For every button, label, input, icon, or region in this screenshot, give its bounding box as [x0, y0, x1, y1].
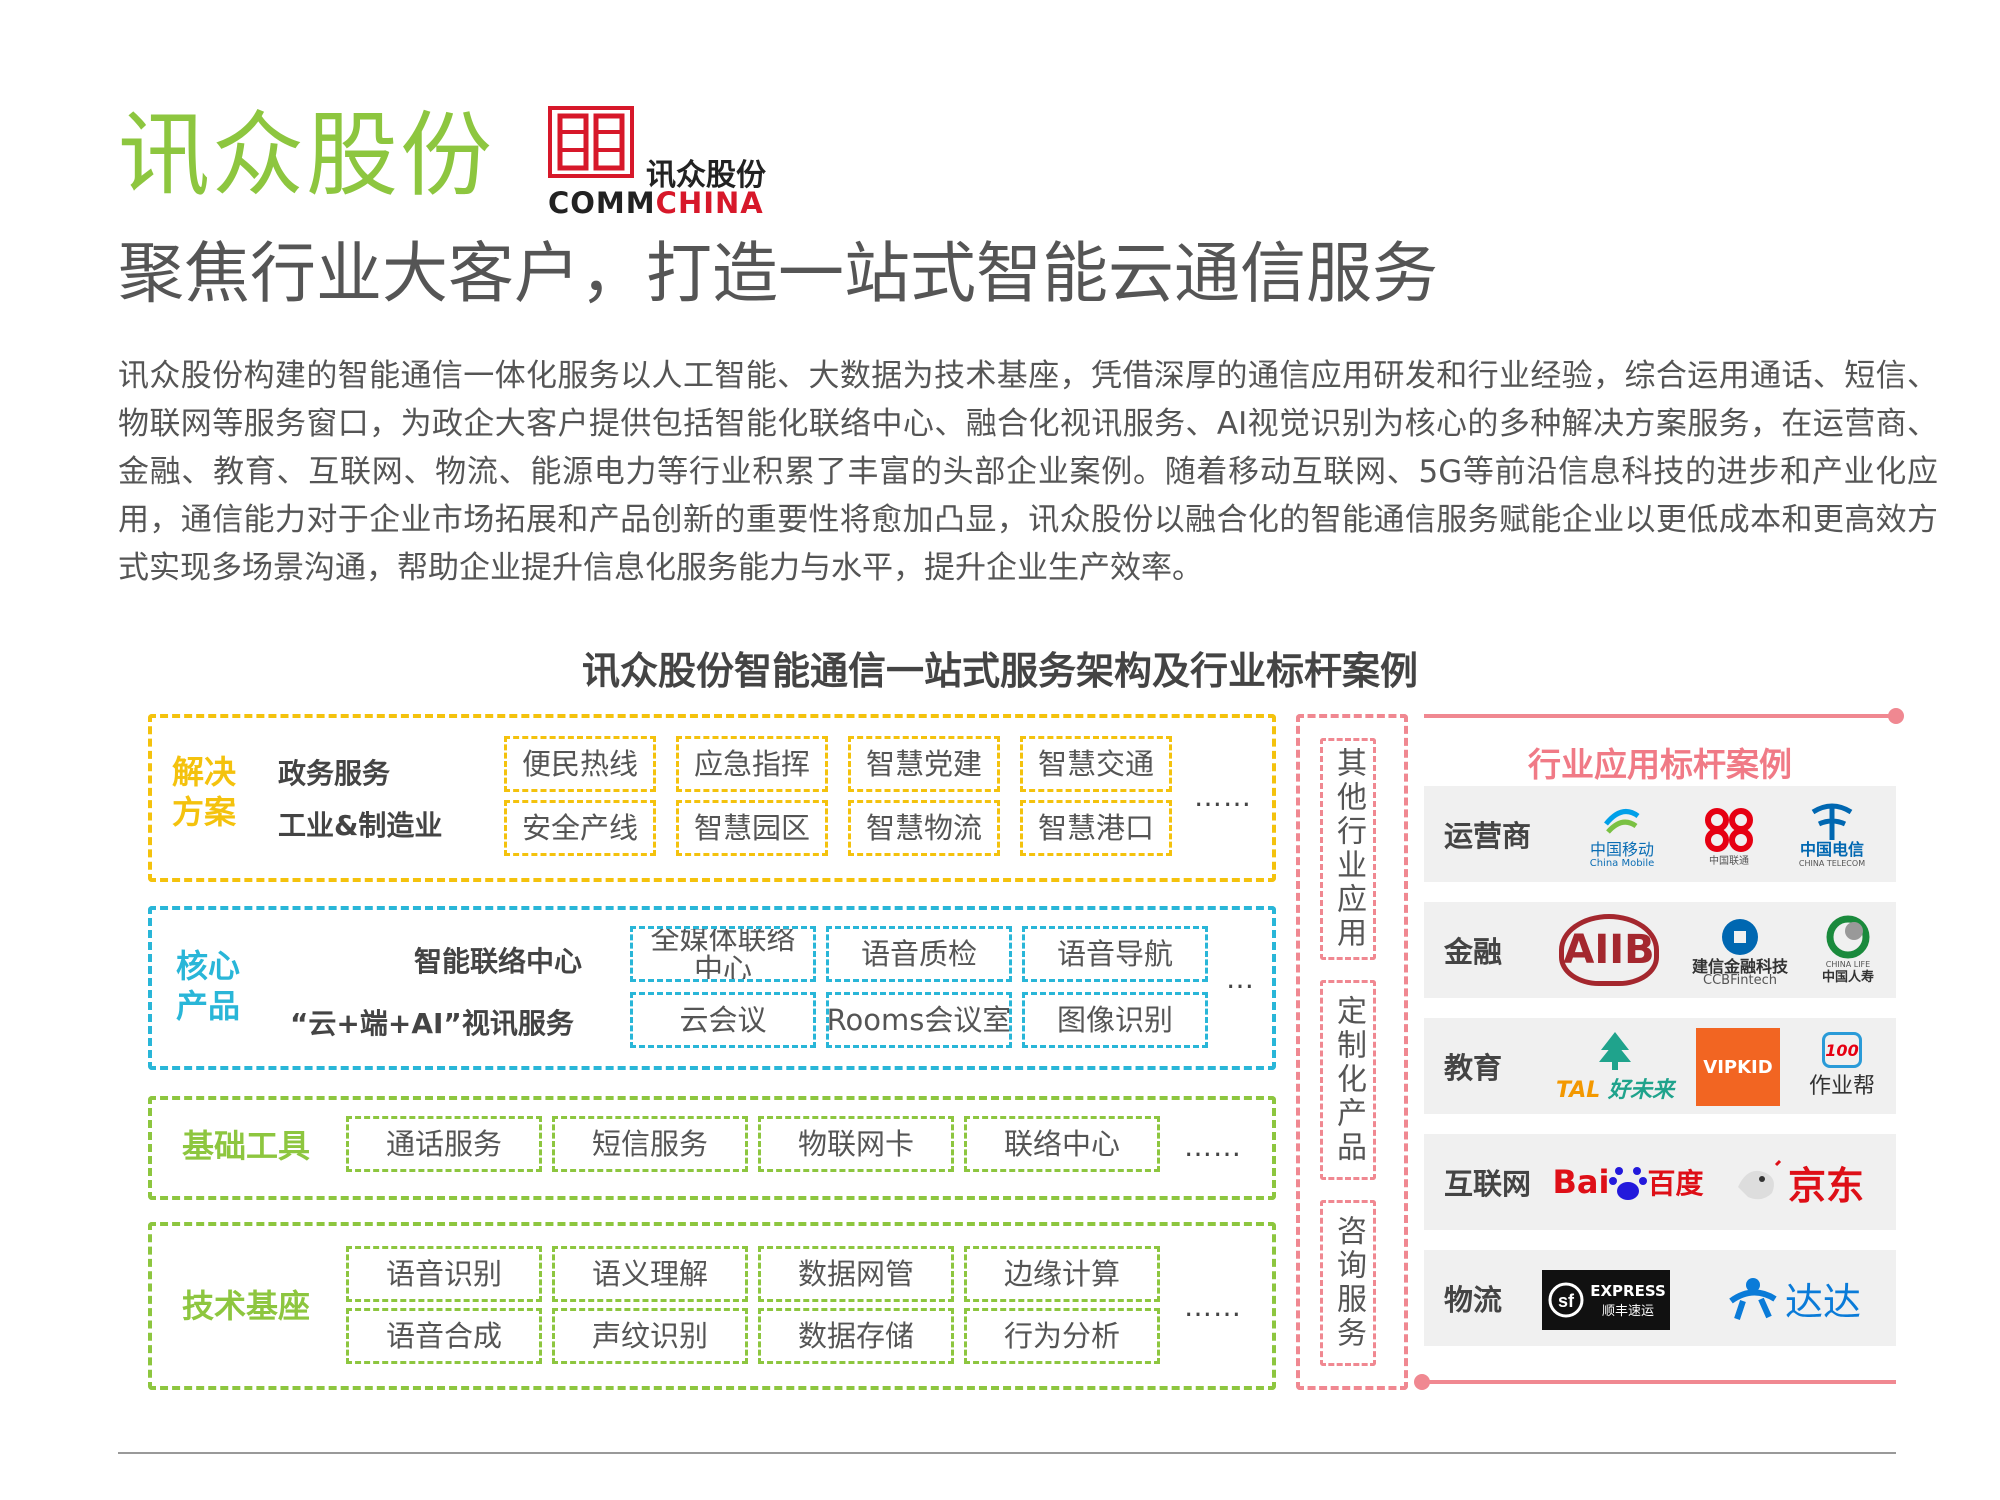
solution-item: 智慧园区 [676, 800, 828, 856]
core-item: 语音导航 [1022, 926, 1208, 982]
jd-icon: 京东 [1718, 1144, 1878, 1220]
core-item: 语音质检 [826, 926, 1012, 982]
cases-bottom-dot [1414, 1374, 1430, 1390]
cases-top-rule [1424, 714, 1896, 718]
tools-more: …… [1184, 1130, 1242, 1163]
solution-item: 智慧党建 [848, 736, 1000, 792]
baidu-icon: Bai 百度 [1552, 1163, 1704, 1201]
tech-base-group [148, 1222, 1276, 1390]
side-consulting: 咨询服务 [1320, 1200, 1376, 1366]
core-item: 全媒体联络中心 [630, 926, 816, 982]
tech-item: 语义理解 [552, 1246, 748, 1302]
tool-item: 通话服务 [346, 1116, 542, 1172]
cases-title: 行业应用标杆案例 [1528, 745, 1792, 784]
footer-rule [118, 1452, 1896, 1454]
solution-item: 智慧港口 [1020, 800, 1172, 856]
vipkid-icon: VIPKID [1696, 1028, 1780, 1106]
cases-top-dot [1888, 708, 1904, 724]
cases-bottom-rule [1424, 1380, 1896, 1384]
side-custom-products: 定制化产品 [1320, 980, 1376, 1180]
solution-item: 安全产线 [504, 800, 656, 856]
tools-label: 基础工具 [182, 1127, 311, 1165]
diagram-title: 讯众股份智能通信一站式服务架构及行业标杆案例 [581, 649, 1418, 693]
tech-item: 行为分析 [964, 1308, 1160, 1364]
tech-item: 语音合成 [346, 1308, 542, 1364]
side-services-column: 其他行业应用 定制化产品 咨询服务 [1296, 714, 1408, 1390]
solutions-more: …… [1194, 780, 1252, 813]
solutions-label: 解决方案 [172, 753, 237, 831]
intro-paragraph: 讯众股份构建的智能通信一体化服务以人工智能、大数据为技术基座，凭借深厚的通信应用… [118, 358, 1938, 586]
logo-en-text: COMMCHINA [548, 186, 764, 220]
case-row-internet: 互联网 Bai 百度 京东 [1424, 1134, 1896, 1230]
solutions-sub-industry: 工业&制造业 [278, 809, 443, 842]
tool-item: 物联网卡 [758, 1116, 954, 1172]
solution-item: 智慧物流 [848, 800, 1000, 856]
core-sub-video: “云+端+AI”视讯服务 [290, 1007, 574, 1040]
core-sub-contact: 智能联络中心 [414, 945, 583, 978]
core-label: 核心产品 [176, 947, 241, 1025]
tool-item: 联络中心 [964, 1116, 1160, 1172]
tech-item: 数据网管 [758, 1246, 954, 1302]
tech-item: 数据存储 [758, 1308, 954, 1364]
solutions-sub-gov: 政务服务 [278, 757, 391, 790]
china-unicom-icon: 中国联通 [1686, 794, 1772, 876]
headline: 聚焦行业大客户，打造一站式智能云通信服务 [118, 235, 1438, 312]
logo-cn-text: 讯众股份 [646, 158, 766, 193]
case-row-telecom: 运营商 中国移动 China Mobile 中国联通 中国电信 CHINA TE… [1424, 786, 1896, 882]
core-more: … [1226, 962, 1255, 995]
core-products-group [148, 906, 1276, 1070]
dada-icon: 达达 [1708, 1260, 1878, 1336]
solutions-group [148, 714, 1276, 882]
case-row-finance: 金融 AIIB 建信金融科技 CCBFintech CHINA LIFE 中国人… [1424, 902, 1896, 998]
ccb-fintech-icon: 建信金融科技 CCBFintech [1670, 908, 1810, 992]
core-item: 图像识别 [1022, 992, 1208, 1048]
svg-text:sf: sf [1558, 1291, 1575, 1311]
company-logo: 讯众股份 COMMCHINA [548, 106, 788, 220]
tech-item: 语音识别 [346, 1246, 542, 1302]
logo-mark-icon [548, 106, 634, 178]
sf-express-icon: sf EXPRESS 顺丰速运 [1542, 1270, 1670, 1330]
tech-label: 技术基座 [182, 1287, 311, 1325]
tools-group [148, 1096, 1276, 1200]
china-telecom-icon: 中国电信 CHINA TELECOM [1782, 794, 1882, 876]
tool-item: 短信服务 [552, 1116, 748, 1172]
case-row-education: 教育 TAL 好未来 VIPKID 100 作业帮 [1424, 1018, 1896, 1114]
tal-icon: TAL 好未来 [1540, 1024, 1690, 1108]
tech-item: 声纹识别 [552, 1308, 748, 1364]
china-life-icon: CHINA LIFE 中国人寿 [1802, 908, 1894, 992]
tech-item: 边缘计算 [964, 1246, 1160, 1302]
aiib-icon: AIIB [1554, 908, 1664, 992]
solution-item: 智慧交通 [1020, 736, 1172, 792]
solution-item: 便民热线 [504, 736, 656, 792]
core-item: Rooms会议室 [826, 992, 1012, 1048]
china-mobile-icon: 中国移动 China Mobile [1572, 794, 1672, 876]
solution-item: 应急指挥 [676, 736, 828, 792]
case-row-logistics: 物流 sf EXPRESS 顺丰速运 达达 [1424, 1250, 1896, 1346]
brand-title: 讯众股份 [118, 102, 495, 209]
tech-more: …… [1184, 1290, 1242, 1323]
zuoyebang-icon: 100 作业帮 [1800, 1024, 1884, 1108]
side-other-industry: 其他行业应用 [1320, 738, 1376, 960]
core-item: 云会议 [630, 992, 816, 1048]
